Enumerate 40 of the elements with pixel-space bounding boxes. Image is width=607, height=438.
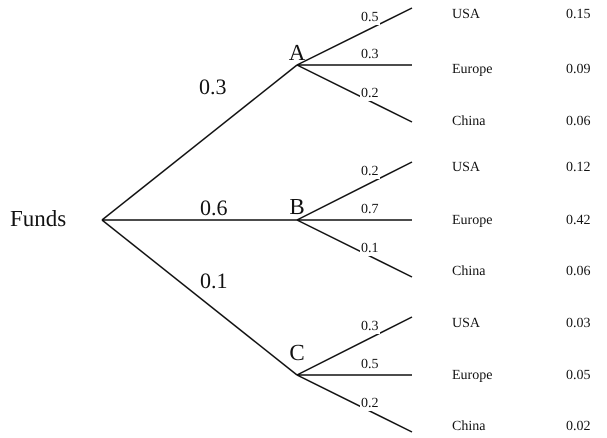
probability-value: 0.15 <box>566 7 590 23</box>
outcome-label: Europe <box>452 62 492 78</box>
tree-branch <box>297 64 412 66</box>
probability-value: 0.06 <box>566 264 590 280</box>
edge-label: 0.2 <box>360 165 380 179</box>
outcome-label: China <box>452 264 486 280</box>
branch-node-label: B <box>285 196 309 220</box>
probability-value: 0.42 <box>566 213 590 229</box>
probability-value: 0.03 <box>566 316 590 332</box>
edge-label: 0.5 <box>360 11 380 25</box>
tree-branch <box>296 64 412 123</box>
tree-branch <box>296 161 412 221</box>
tree-branch <box>102 219 297 221</box>
outcome-label: China <box>452 114 486 130</box>
tree-branch <box>296 219 412 278</box>
outcome-label: USA <box>452 160 480 176</box>
edge-label: 0.3 <box>360 320 380 334</box>
probability-value: 0.09 <box>566 62 590 78</box>
tree-branch <box>102 64 298 221</box>
branch-node-label: C <box>285 342 309 375</box>
outcome-label: Europe <box>452 368 492 384</box>
root-label: Funds <box>10 208 102 232</box>
edge-label: 0.1 <box>360 242 380 256</box>
outcome-label: Europe <box>452 213 492 229</box>
branch-node-label: A <box>285 42 309 65</box>
tree-branch <box>102 219 298 376</box>
tree-branch <box>296 316 412 376</box>
probability-value: 0.05 <box>566 368 590 384</box>
probability-value: 0.12 <box>566 160 590 176</box>
tree-branch <box>296 7 412 66</box>
outcome-label: USA <box>452 7 480 23</box>
tree-branch <box>297 374 412 376</box>
tree-branch <box>296 374 412 433</box>
outcome-label: China <box>452 419 486 435</box>
probability-value: 0.06 <box>566 114 590 130</box>
outcome-label: USA <box>452 316 480 332</box>
edge-label: 0.2 <box>360 87 380 101</box>
probability-value: 0.02 <box>566 419 590 435</box>
tree-branch <box>297 219 412 221</box>
edge-label: 0.2 <box>360 397 380 411</box>
